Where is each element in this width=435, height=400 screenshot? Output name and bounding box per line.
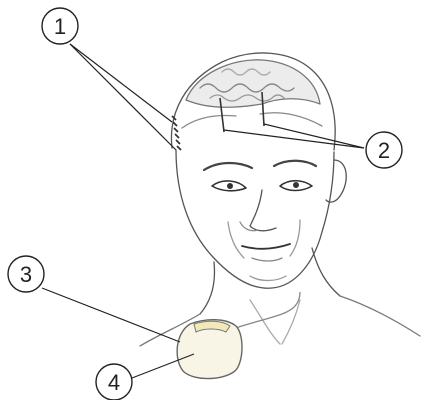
callout-2-label: 2 xyxy=(378,138,390,163)
leader-2a xyxy=(264,124,364,148)
callout-4: 4 xyxy=(96,364,132,400)
callout-1: 1 xyxy=(42,8,78,44)
callout-3: 3 xyxy=(8,256,44,292)
leader-3 xyxy=(42,288,180,342)
leader-1b xyxy=(70,44,176,150)
callout-2: 2 xyxy=(366,132,402,168)
pulse-generator xyxy=(177,320,242,379)
callout-3-label: 3 xyxy=(20,262,32,287)
leader-1a xyxy=(70,44,172,122)
head-sketch xyxy=(140,53,420,346)
callout-1-label: 1 xyxy=(54,14,66,39)
face-outline xyxy=(176,150,334,288)
leader-2b xyxy=(224,130,364,148)
callout-4-label: 4 xyxy=(108,370,120,395)
